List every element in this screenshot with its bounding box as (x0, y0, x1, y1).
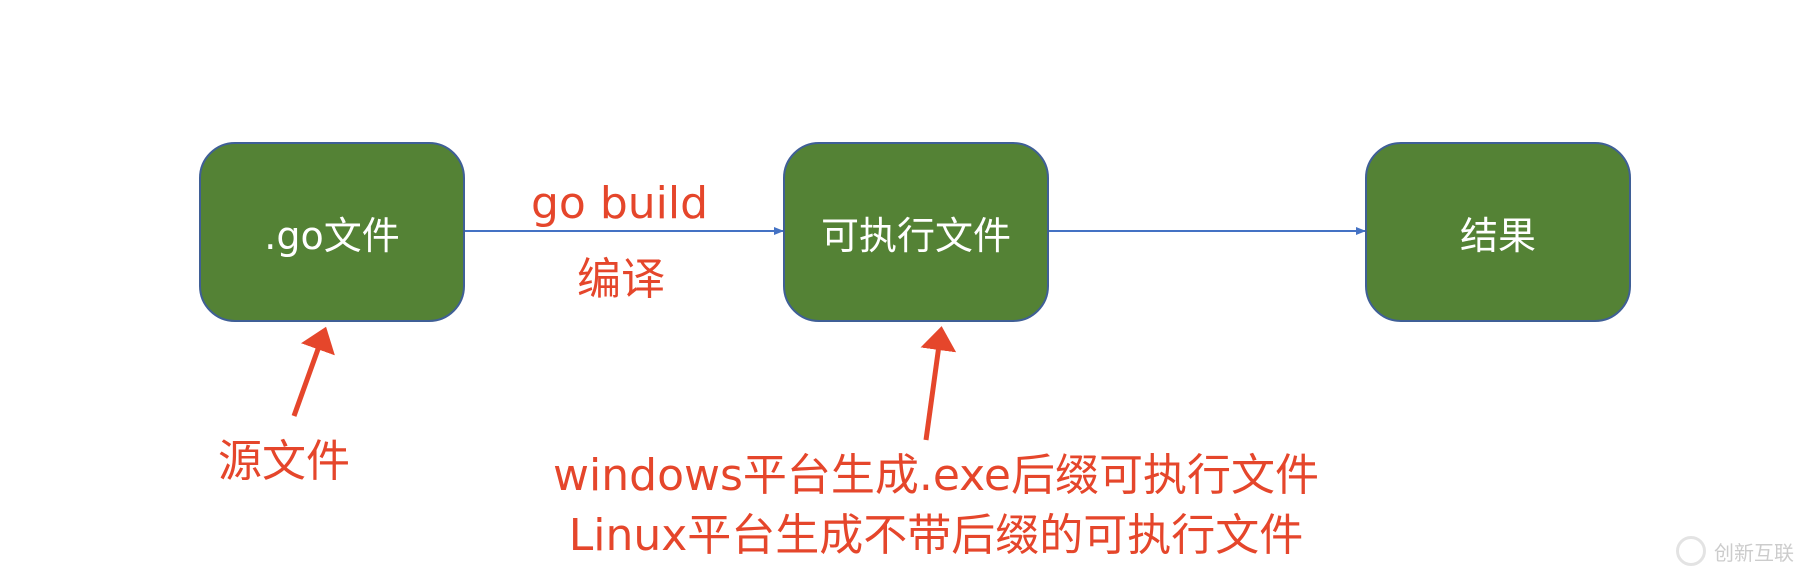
annotation-executable-note: windows平台生成.exe后缀可执行文件 Linux平台生成不带后缀的可执行… (526, 446, 1346, 566)
node-result-label: 结果 (1459, 213, 1536, 258)
annotation-arrow-executable (920, 326, 957, 441)
watermark-logo-icon (1676, 536, 1706, 566)
watermark: 创新互联 (1676, 536, 1794, 566)
node-source-file: .go文件 (199, 142, 465, 322)
edge-label-action: 编译 (577, 254, 665, 305)
annotation-executable-line-1: windows平台生成.exe后缀可执行文件 (553, 450, 1319, 501)
watermark-text: 创新互联 (1714, 540, 1794, 565)
node-result: 结果 (1365, 142, 1631, 322)
node-executable-label: 可执行文件 (820, 213, 1011, 258)
node-source-label: .go文件 (264, 213, 400, 258)
annotation-arrow-source (291, 326, 335, 417)
node-executable-file: 可执行文件 (783, 142, 1049, 322)
edge-label-command: go build (531, 178, 709, 229)
annotation-source-note: 源文件 (218, 436, 350, 487)
annotation-executable-line-2: Linux平台生成不带后缀的可执行文件 (568, 510, 1304, 561)
